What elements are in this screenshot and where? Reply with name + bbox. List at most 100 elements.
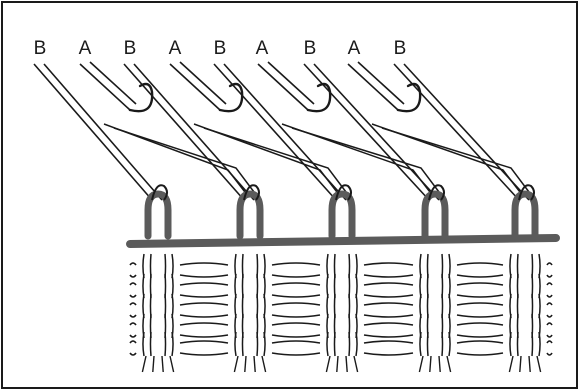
yarn-strand <box>180 315 228 317</box>
yarn-strand <box>457 315 503 317</box>
new-loops <box>148 185 535 236</box>
yarn-strand <box>364 295 413 297</box>
yarn-tail <box>520 356 521 372</box>
yarn-tail <box>447 356 451 372</box>
yarn-strand <box>457 283 503 285</box>
yarn-strand <box>272 353 320 355</box>
needle-label-a: A <box>169 38 182 59</box>
yarn-strand <box>364 341 413 343</box>
yarn-strand <box>457 323 503 325</box>
yarn-strand <box>364 303 413 305</box>
yarn-strand <box>547 275 552 277</box>
yarn-tail <box>430 356 431 372</box>
yarn-strand <box>130 315 136 317</box>
yarn-strand <box>180 275 228 277</box>
yarn-strand <box>364 353 413 355</box>
yarn-strand <box>130 341 136 343</box>
needle-a-shaft <box>90 62 136 104</box>
yarn-tail <box>537 356 541 372</box>
yarn-tail <box>326 356 330 372</box>
stitch-leg <box>264 332 265 356</box>
yarn-strand <box>130 335 136 337</box>
yarn-strand <box>547 303 552 305</box>
yarn-tail <box>439 356 440 372</box>
yarn-strand <box>130 353 136 355</box>
stitch-leg <box>334 332 335 356</box>
needle-a-shaft <box>80 64 130 110</box>
yarn-strand <box>130 323 136 325</box>
stitch-leg <box>172 332 173 356</box>
needle-label-b: B <box>214 38 227 59</box>
yarn-strand <box>130 263 136 265</box>
yarn-strand <box>547 263 552 265</box>
yarn-tail <box>529 356 530 372</box>
needle-a-latch <box>292 128 439 192</box>
needle-label-a: A <box>79 38 92 59</box>
yarn-strand <box>272 323 320 325</box>
needle-a-shaft <box>170 64 220 110</box>
needle-label-a: A <box>256 38 269 59</box>
stitch-leg <box>532 332 533 356</box>
yarn-strand <box>272 335 320 337</box>
yarn-strand <box>272 283 320 285</box>
yarn-strand <box>547 323 552 325</box>
stitch-leg <box>356 332 357 356</box>
needle-a-latch <box>194 124 340 196</box>
needle-label-b: B <box>34 38 47 59</box>
yarn-strand <box>547 283 552 285</box>
stitch-leg <box>539 332 540 356</box>
yarn-tail <box>162 356 163 372</box>
yarn-strand <box>130 283 136 285</box>
needle-a-latch <box>382 128 529 192</box>
yarn-strand <box>364 323 413 325</box>
yarn-strand <box>130 295 136 297</box>
yarn-strand <box>457 353 503 355</box>
yarn-strand <box>547 295 552 297</box>
yarn-strand <box>272 295 320 297</box>
yarn-strand <box>180 283 228 285</box>
stitch-leg <box>517 332 518 356</box>
yarn-strand <box>547 315 552 317</box>
yarn-strand <box>457 295 503 297</box>
needle-label-a: A <box>348 38 361 59</box>
yarn-strand <box>457 303 503 305</box>
needle-a-shaft <box>180 62 226 104</box>
yarn-tail <box>354 356 358 372</box>
yarn-strand <box>457 275 503 277</box>
yarn-tail <box>153 356 154 372</box>
yarn-tail <box>254 356 255 372</box>
yarn-tail <box>509 356 513 372</box>
yarn-strand <box>457 335 503 337</box>
needle-a-shaft <box>258 64 308 110</box>
stitch-leg <box>242 332 243 356</box>
yarn-strand <box>180 263 228 265</box>
yarn-strand <box>180 303 228 305</box>
yarn-tail <box>262 356 266 372</box>
yarn-tail <box>346 356 347 372</box>
yarn-strand <box>457 341 503 343</box>
yarn-strand <box>272 275 320 277</box>
yarn-strand <box>364 263 413 265</box>
yarn-tail <box>234 356 238 372</box>
yarn-strand <box>180 341 228 343</box>
stitch-leg <box>143 332 144 356</box>
stitch-leg <box>420 332 421 356</box>
stitch-leg <box>257 332 258 356</box>
stitch-leg <box>349 332 350 356</box>
yarn-strand <box>364 283 413 285</box>
yarn-strand <box>547 353 552 355</box>
needle-label-b: B <box>124 38 137 59</box>
stitch-leg <box>165 332 166 356</box>
yarn-strand <box>547 335 552 337</box>
yarn-strand <box>364 315 413 317</box>
diagram-border <box>2 2 577 388</box>
yarn-strand <box>272 341 320 343</box>
yarn-strand <box>272 315 320 317</box>
stitch-leg <box>327 332 328 356</box>
yarn-strand <box>130 275 136 277</box>
yarn-tail <box>419 356 423 372</box>
yarn-strand <box>364 335 413 337</box>
yarn-strand <box>457 263 503 265</box>
